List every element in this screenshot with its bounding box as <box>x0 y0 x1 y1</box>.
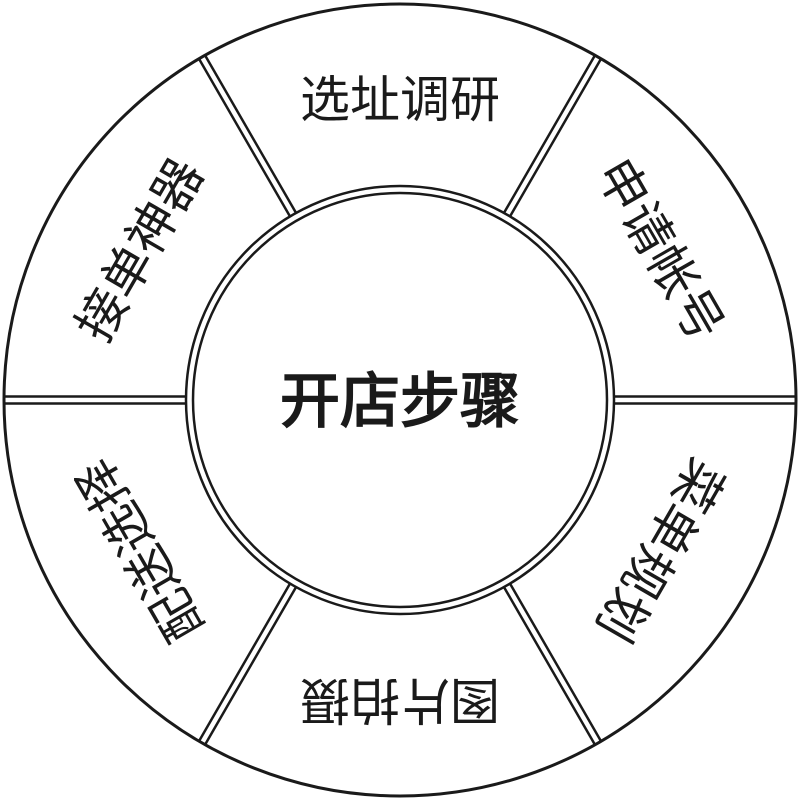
segment-divider-line <box>204 586 298 745</box>
segment-divider-line <box>502 55 596 214</box>
center-hub: 开店步骤 <box>184 184 616 616</box>
segment-dividers <box>5 55 795 745</box>
segment-divider-line <box>198 582 292 741</box>
segment-divider-line <box>204 55 298 214</box>
segment-divider-line <box>502 586 596 745</box>
segment-label: 选址调研 <box>300 71 500 129</box>
segment-divider-line <box>508 59 602 218</box>
center-circle-inner <box>191 191 609 609</box>
segment-label: 图片拍摄 <box>300 671 500 729</box>
segment-divider-line <box>198 59 292 218</box>
center-title: 开店步骤 <box>280 367 520 437</box>
segment-divider-line <box>508 582 602 741</box>
